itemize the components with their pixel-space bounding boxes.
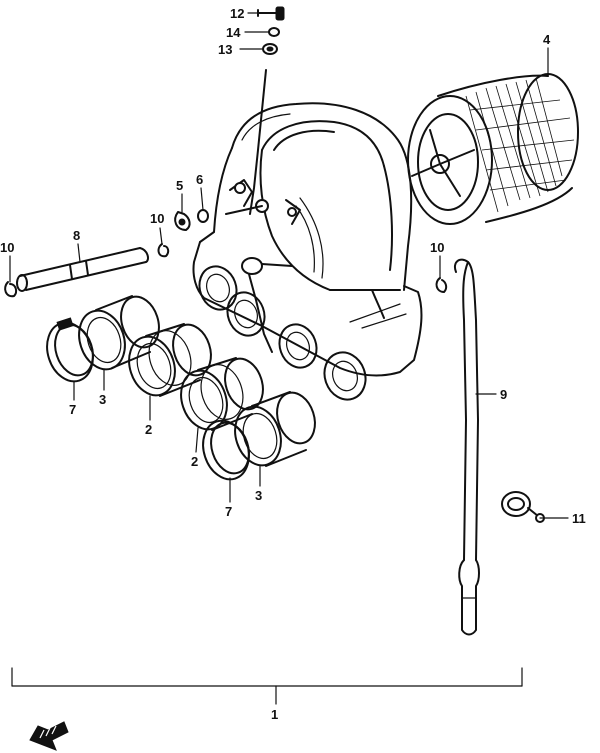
air-filter-element (407, 73, 579, 225)
outlet-tube-3-lower (234, 391, 316, 467)
clip-10-left (4, 281, 18, 298)
clip-10-right (435, 277, 448, 293)
grommet-13 (262, 43, 278, 55)
callout-10-right: 10 (430, 240, 444, 255)
callout-13: 13 (218, 42, 232, 57)
callout-9: 9 (500, 387, 507, 402)
air-cleaner-box (192, 69, 423, 401)
callout-7-lower: 7 (225, 504, 232, 519)
breather-pipe-8 (16, 247, 149, 292)
washer-14 (268, 27, 280, 37)
callout-4: 4 (543, 32, 551, 47)
outlet-tube-2-upper (128, 323, 212, 397)
cushion-6 (197, 209, 209, 223)
filter-mesh (465, 77, 575, 213)
callout-8: 8 (73, 228, 80, 243)
callout-3-upper: 3 (99, 392, 106, 407)
callout-2-upper: 2 (145, 422, 152, 437)
callout-11: 11 (572, 511, 586, 526)
callout-5: 5 (176, 178, 183, 193)
outlet-tube-2-lower (180, 357, 264, 431)
callout-7-upper: 7 (69, 402, 76, 417)
leader-lines (9, 12, 569, 705)
callout-6: 6 (196, 172, 203, 187)
callout-12: 12 (230, 6, 244, 21)
callout-14: 14 (226, 25, 241, 40)
callout-10-center: 10 (150, 211, 164, 226)
callout-1: 1 (271, 707, 278, 722)
outlet-tube-3-upper (78, 295, 160, 371)
clamp-7-lower (202, 419, 250, 481)
clip-10-center (157, 243, 170, 258)
callout-3-lower: 3 (255, 488, 262, 503)
screw-12 (257, 6, 285, 21)
front-arrow-icon (29, 721, 69, 751)
clamp-7-upper (46, 317, 94, 383)
clamp-5 (174, 211, 191, 231)
drain-hose-9 (454, 258, 480, 636)
callout-10-left: 10 (0, 240, 14, 255)
clamp-11 (501, 491, 545, 523)
callout-labels: 12 14 13 4 5 6 10 8 10 10 9 11 7 3 2 2 3… (0, 6, 586, 722)
callout-2-lower: 2 (191, 454, 198, 469)
